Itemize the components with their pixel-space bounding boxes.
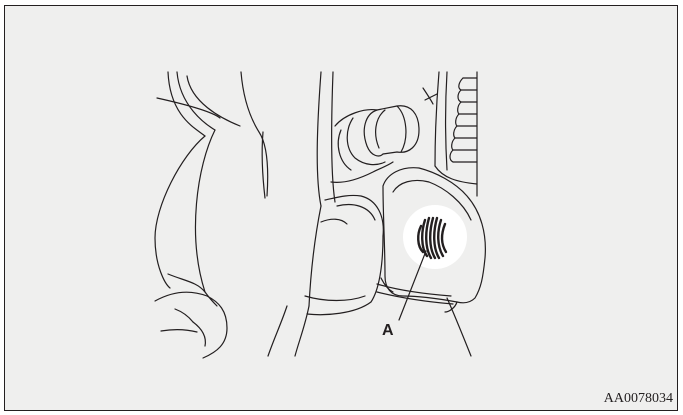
lower-column-cover: [305, 195, 393, 314]
callout-leader: [399, 251, 426, 320]
illustration-frame: A AA0078034: [4, 5, 678, 411]
dashboard-panel-lines: [241, 72, 335, 356]
callout-label-a: A: [382, 323, 394, 339]
figure-code: AA0078034: [604, 391, 673, 407]
dashboard-illustration: [5, 6, 678, 411]
steering-column-lines: [155, 72, 240, 358]
switch-stalk: [331, 106, 419, 183]
speaker-highlight: [403, 205, 467, 269]
